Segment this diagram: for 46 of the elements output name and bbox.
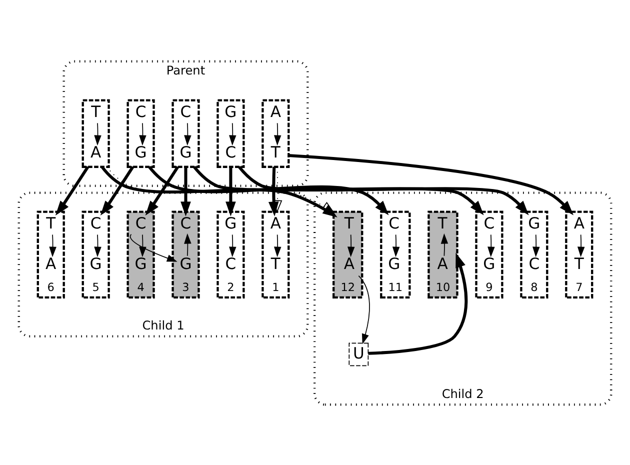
node-text: C — [90, 214, 102, 232]
node-text: C — [180, 214, 192, 232]
node-text: C — [225, 143, 236, 162]
node-text: G — [180, 143, 192, 162]
node-text: C — [484, 214, 495, 232]
node-label: 5 — [92, 280, 100, 294]
node-text: C — [180, 102, 192, 121]
node-text: A — [344, 254, 354, 273]
node-text: T — [91, 102, 101, 121]
node-text: G — [388, 254, 400, 273]
node-text: G — [134, 143, 147, 162]
node-text: T — [270, 254, 280, 273]
node-label: 8 — [530, 280, 538, 294]
node-text: T — [438, 214, 448, 232]
node-text: A — [46, 254, 56, 273]
node-text: G — [528, 214, 540, 232]
node-text: C — [135, 214, 146, 232]
node-text: C — [528, 254, 540, 273]
node-label: 3 — [182, 280, 190, 294]
node-text: T — [46, 214, 56, 232]
node-text: C — [225, 254, 236, 273]
node-label: 12 — [340, 280, 355, 294]
node-text: C — [388, 214, 400, 232]
node-text: G — [224, 214, 237, 232]
node-text: T — [344, 214, 354, 232]
node-text: G — [180, 254, 192, 273]
node-text: G — [483, 254, 496, 273]
node-text: T — [574, 254, 584, 273]
node-label: 10 — [436, 280, 450, 294]
node-text: A — [270, 102, 281, 121]
node-text: A — [270, 214, 281, 232]
node-label: 7 — [576, 280, 583, 294]
node-text: A — [437, 254, 448, 273]
node-text: A — [574, 214, 584, 232]
node-text: A — [90, 143, 102, 162]
node-label: 4 — [137, 280, 144, 294]
node-text: T — [270, 143, 280, 162]
node-label: 9 — [486, 280, 493, 294]
node-text: G — [224, 102, 237, 121]
node-text: G — [134, 254, 147, 273]
node-label: 1 — [272, 280, 280, 294]
node-label: 11 — [388, 280, 403, 294]
node-text: C — [135, 102, 146, 121]
node-label: 6 — [47, 280, 54, 294]
node-label: 2 — [227, 280, 234, 294]
node-text: G — [90, 254, 102, 273]
